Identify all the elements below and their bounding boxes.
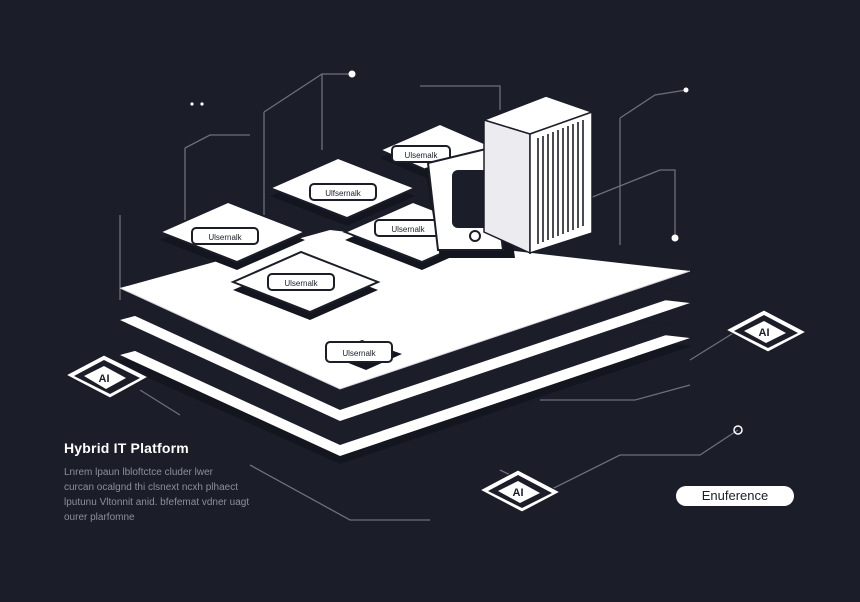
chip-label: AI xyxy=(759,327,770,339)
diagram-description: Lnrem lpaun lbloftctce cluder lwer curca… xyxy=(64,465,294,525)
rack-vents xyxy=(537,120,584,244)
tile-label: Ulsernalk xyxy=(391,225,425,234)
diagram-title: Hybrid IT Platform xyxy=(64,440,189,456)
tile: Ulsernalk xyxy=(325,340,402,370)
platform-layers xyxy=(113,230,692,464)
device-home-button xyxy=(469,230,481,242)
connector-line xyxy=(619,89,687,245)
connector-dot xyxy=(671,234,679,242)
connector-dots xyxy=(190,70,689,242)
chip-label: AI xyxy=(513,487,524,499)
connector-line xyxy=(540,384,691,401)
inference-pill: Enuference xyxy=(676,486,794,506)
description-line: Lnrem lpaun lbloftctce cluder lwer xyxy=(64,467,213,478)
connector-dot xyxy=(200,102,204,106)
connector-line xyxy=(249,464,430,521)
connector-line xyxy=(589,169,676,238)
device-screen xyxy=(452,170,492,228)
tile-label: Ulfsernalk xyxy=(325,189,362,198)
connector-dot xyxy=(190,102,194,106)
connector-line xyxy=(689,331,736,361)
description-line: curcan ocalgnd thi clsnext ncxh plhaect xyxy=(64,482,238,493)
description-line: lputunu Vltonnit anid. bfefemat vdner ua… xyxy=(64,497,250,508)
connector-dot xyxy=(348,70,356,78)
chip-label: AI xyxy=(99,373,110,385)
tile: Ulsernalk xyxy=(230,250,381,320)
layer-top-edge xyxy=(119,270,691,390)
description-line: ourer plarfomne xyxy=(64,512,135,523)
connector-line xyxy=(139,389,181,416)
tile-label: Ulsernalk xyxy=(208,233,242,242)
tile-label: Ulsernalk xyxy=(284,279,318,288)
server-rack xyxy=(481,95,595,255)
tile: Ulsernalk xyxy=(157,200,308,270)
ai-chip-left: AI xyxy=(64,354,150,399)
tile: Ulfsernalk xyxy=(267,156,418,226)
connector-line xyxy=(420,85,501,110)
tile-label: Ulsernalk xyxy=(342,349,376,358)
ai-chip-right: AI xyxy=(724,309,808,353)
connector-ring xyxy=(733,425,743,435)
ai-chip-bottom: AI xyxy=(478,469,562,513)
tile-label: Ulsemalk xyxy=(405,151,439,160)
connector-dot xyxy=(683,87,689,93)
